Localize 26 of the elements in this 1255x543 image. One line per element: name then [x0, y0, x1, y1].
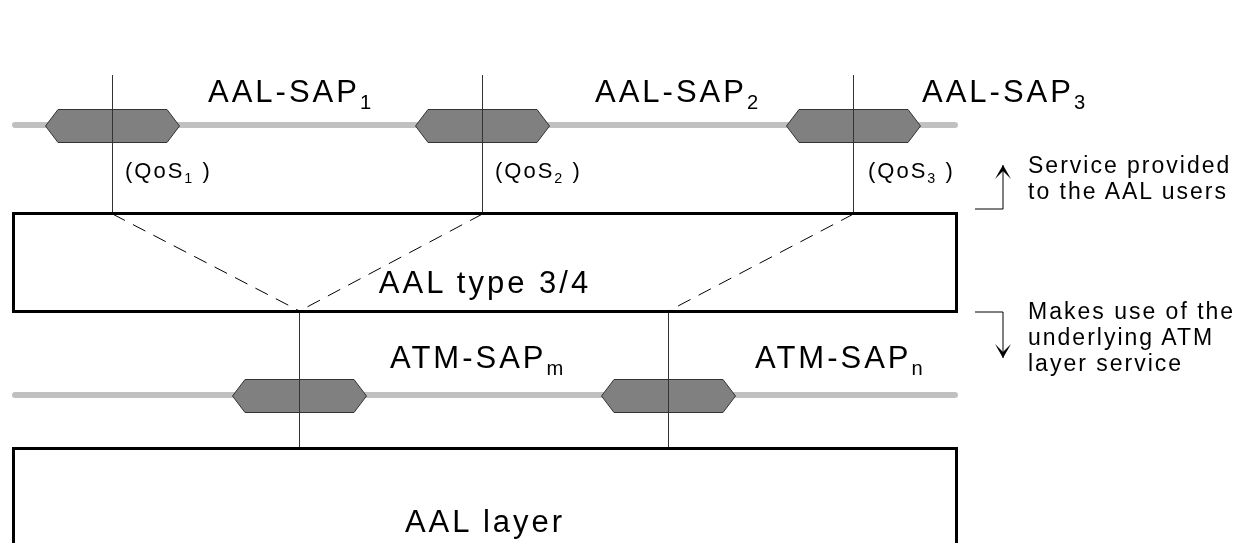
sap-hexagon	[601, 379, 736, 413]
sap-label: AAL-SAP$_{1}$	[208, 76, 375, 113]
qos-label: (QoS$_{2}$ )	[495, 160, 582, 186]
qos-label: (QoS$_{3}$ )	[868, 160, 955, 186]
connector-line	[668, 312, 669, 380]
connector-line	[299, 412, 300, 448]
layer-box	[12, 212, 958, 313]
sap-hexagon	[415, 109, 550, 143]
sap-hexagon	[232, 379, 367, 413]
connector-line	[112, 142, 113, 213]
sap-label: AAL-SAP$_{2}$	[595, 76, 762, 113]
sap-label: ATM-SAP$_{n}$	[755, 342, 926, 379]
connector-line	[482, 142, 483, 213]
sap-label: AAL-SAP$_{3}$	[922, 76, 1089, 113]
connector-line	[853, 142, 854, 213]
connector-line	[299, 312, 300, 380]
layer-box	[12, 447, 958, 543]
layer-name: AAL type 3/4	[378, 264, 592, 301]
qos-label: (QoS$_{1}$ )	[125, 160, 212, 186]
sap-hexagon	[45, 109, 180, 143]
layer-name: AAL layer	[404, 504, 566, 540]
sap-hexagon	[786, 109, 921, 143]
sap-label: ATM-SAP$_{m}$	[390, 342, 567, 379]
note-text: Makes use of the underlying ATM layer service	[1028, 298, 1237, 376]
connector-line	[668, 412, 669, 448]
note-text: Service provided to the AAL users	[1028, 152, 1233, 204]
